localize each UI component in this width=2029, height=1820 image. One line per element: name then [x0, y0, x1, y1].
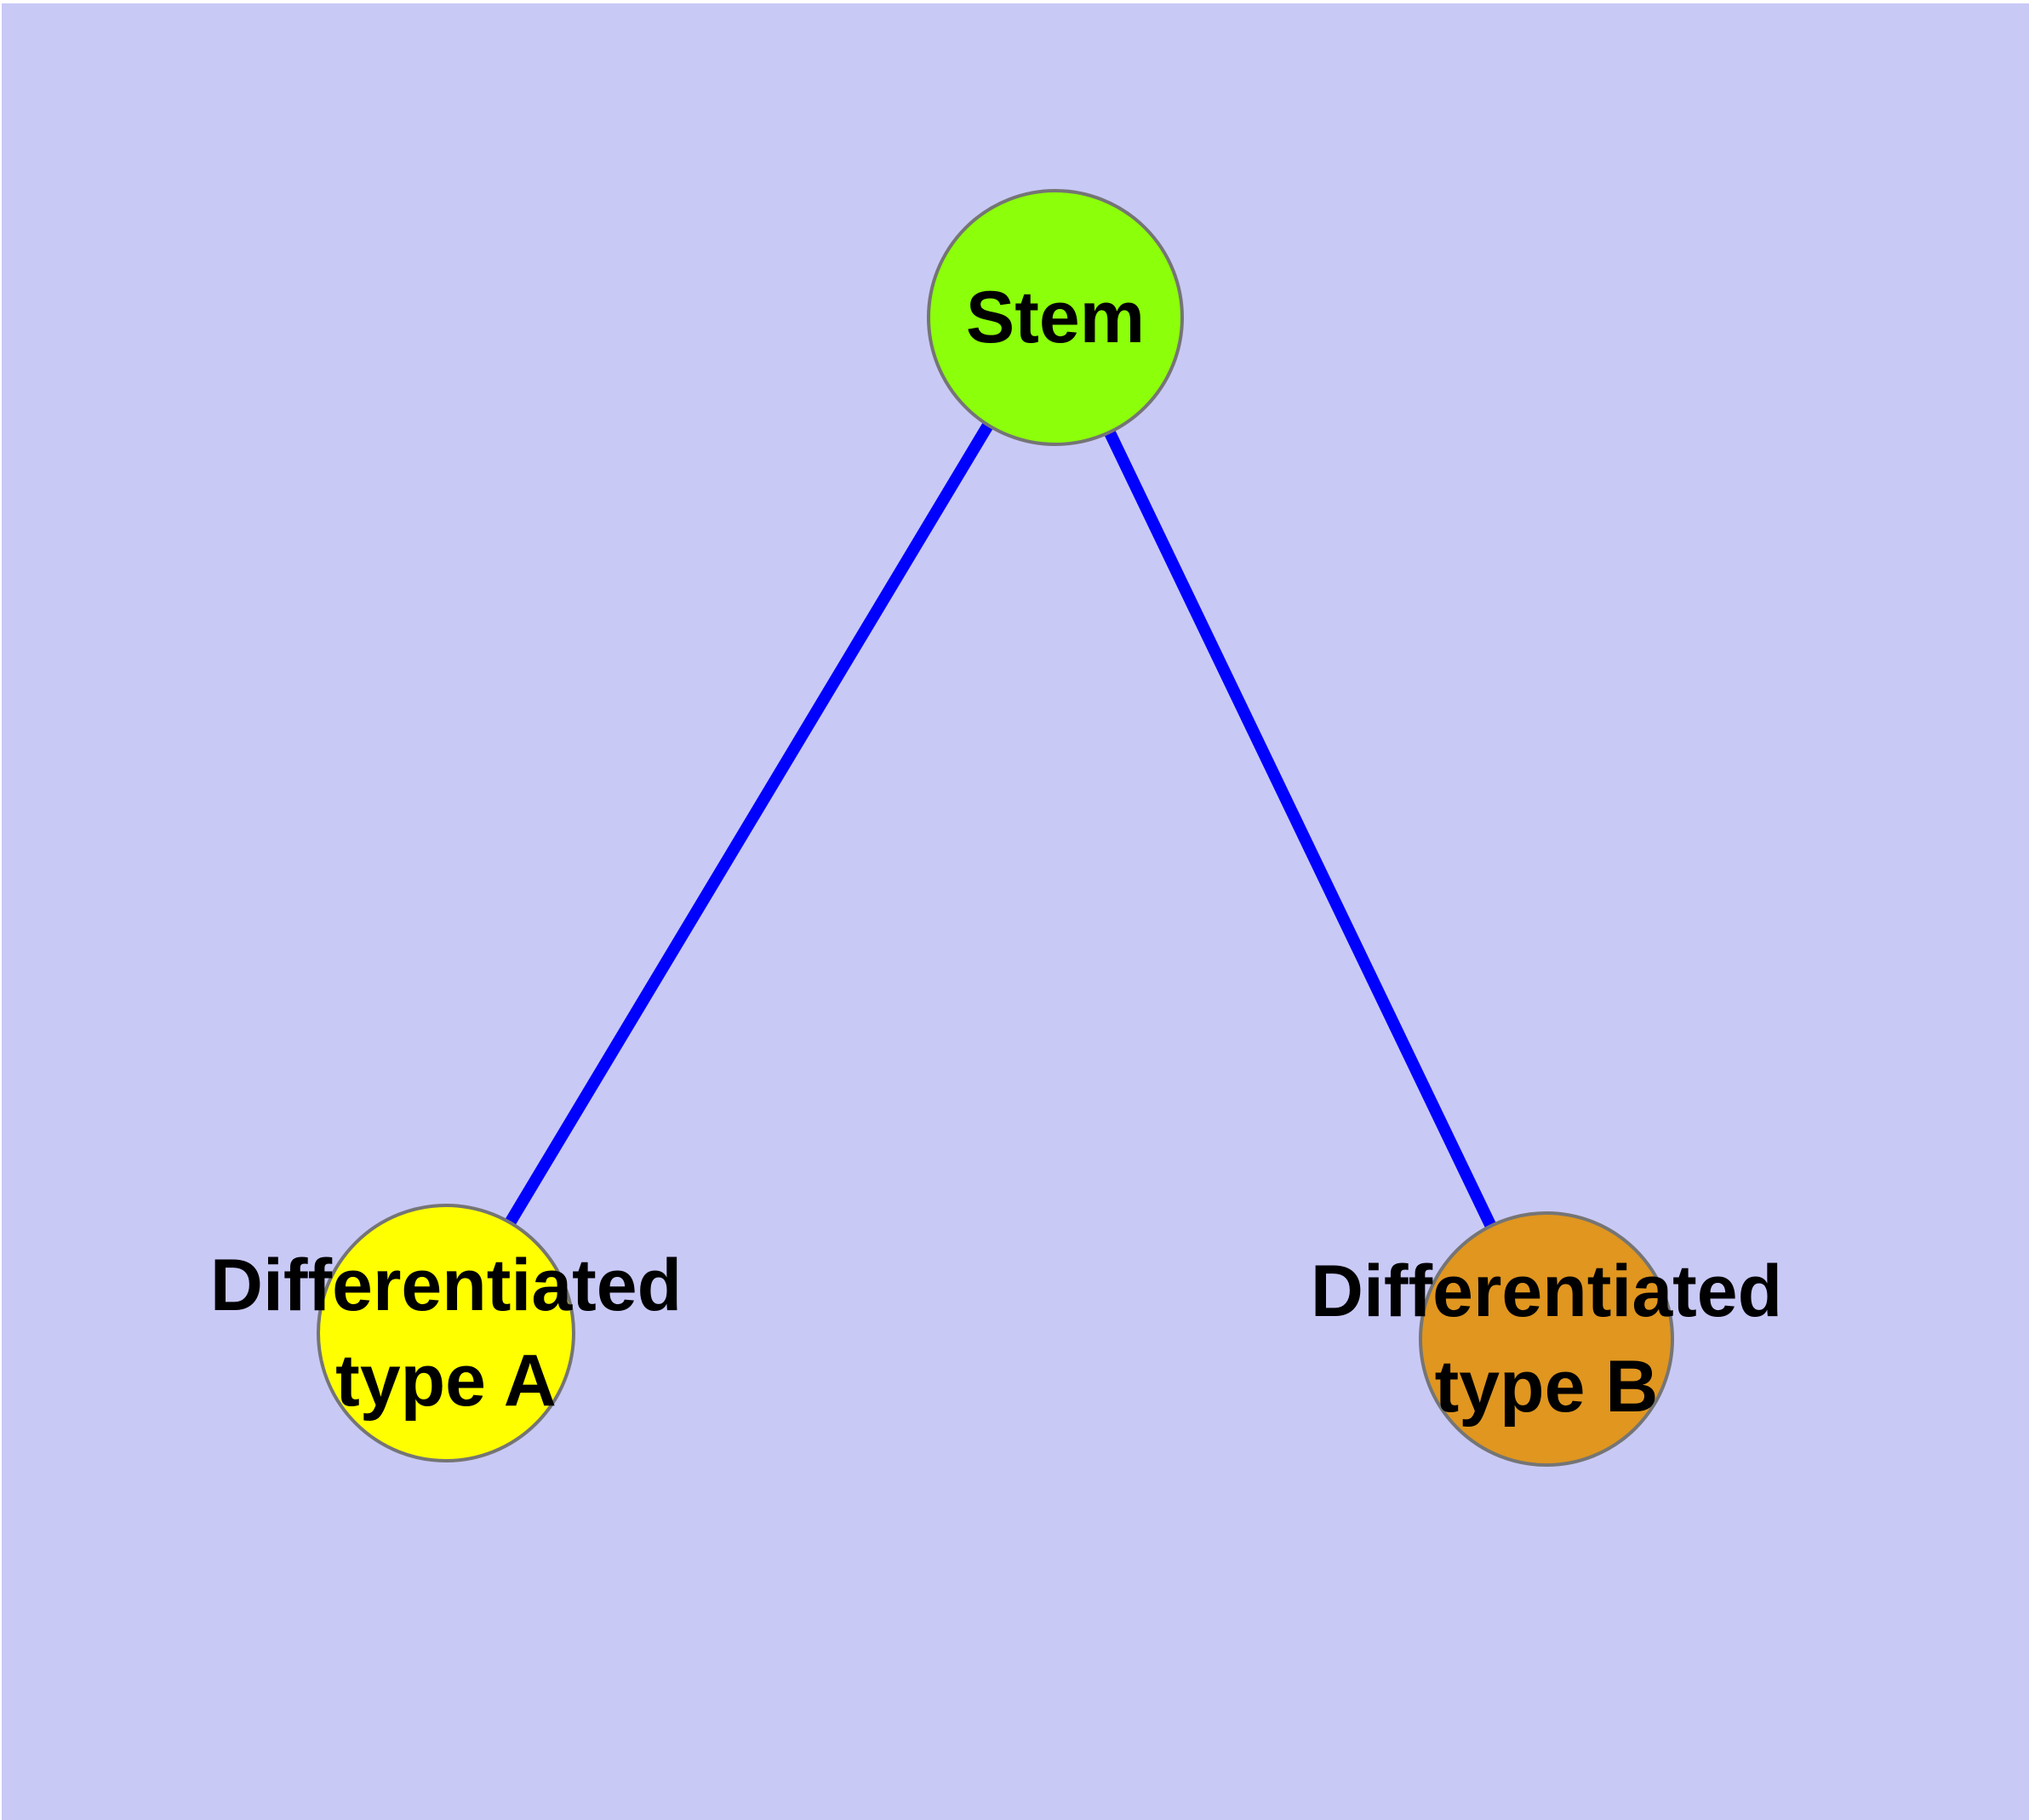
edges-layer [438, 312, 1551, 1342]
node-type-b-label-line1: Differentiated [1310, 1251, 1783, 1332]
node-type-a-label-line2: type A [335, 1340, 557, 1422]
edge-stem-to-type-b [1048, 312, 1551, 1342]
node-stem: Stem [927, 189, 1184, 446]
node-differentiated-type-a: Differentiated type A [210, 1204, 682, 1462]
node-type-b-label: Differentiated type B [1311, 1244, 1782, 1434]
node-stem-label: Stem [965, 277, 1146, 358]
node-type-a-label-line1: Differentiated [209, 1245, 683, 1326]
node-type-b-label-line2: type B [1434, 1346, 1659, 1428]
edge-stem-to-type-a [438, 312, 1060, 1336]
diagram-canvas: Stem Differentiated type A Differentiate… [2, 3, 2029, 1820]
node-type-a-label: Differentiated type A [210, 1238, 682, 1428]
node-differentiated-type-b: Differentiated type B [1311, 1211, 1782, 1467]
